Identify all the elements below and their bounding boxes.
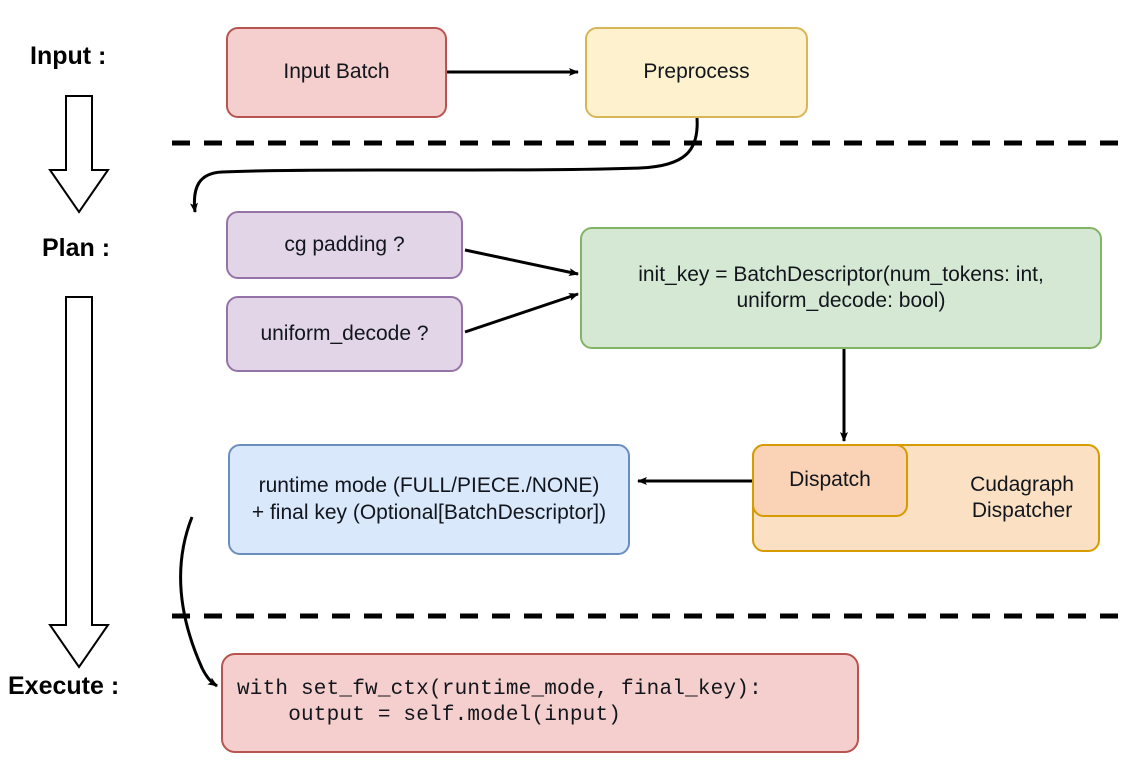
node-preprocess[interactable]: Preprocess	[585, 27, 808, 118]
node-init-key[interactable]: init_key = BatchDescriptor(num_tokens: i…	[580, 227, 1102, 349]
stage-label-execute: Execute :	[8, 672, 120, 700]
input-to-plan-block-arrow	[48, 95, 110, 214]
stage-label-input: Input :	[30, 42, 107, 70]
uniform-decode-to-init-key	[464, 292, 579, 334]
cg-padding-to-init-key	[464, 248, 579, 277]
node-dispatch[interactable]: Dispatch	[752, 444, 908, 517]
stage-label-plan: Plan :	[42, 234, 111, 262]
plan-to-execute-block-arrow	[48, 296, 110, 669]
node-input-batch[interactable]: Input Batch	[226, 27, 447, 118]
node-execute-code[interactable]: with set_fw_ctx(runtime_mode, final_key)…	[221, 653, 859, 753]
node-uniform-decode[interactable]: uniform_decode ?	[226, 296, 463, 372]
node-cudagraph-dispatcher[interactable]: Cudagraph Dispatcher	[752, 444, 1100, 552]
runtime-mode-to-execute-code	[179, 516, 218, 688]
node-cg-padding[interactable]: cg padding ?	[226, 211, 463, 279]
preprocess-to-plan-section	[189, 117, 699, 213]
node-runtime-mode[interactable]: runtime mode (FULL/PIECE./NONE) + final …	[228, 444, 630, 555]
